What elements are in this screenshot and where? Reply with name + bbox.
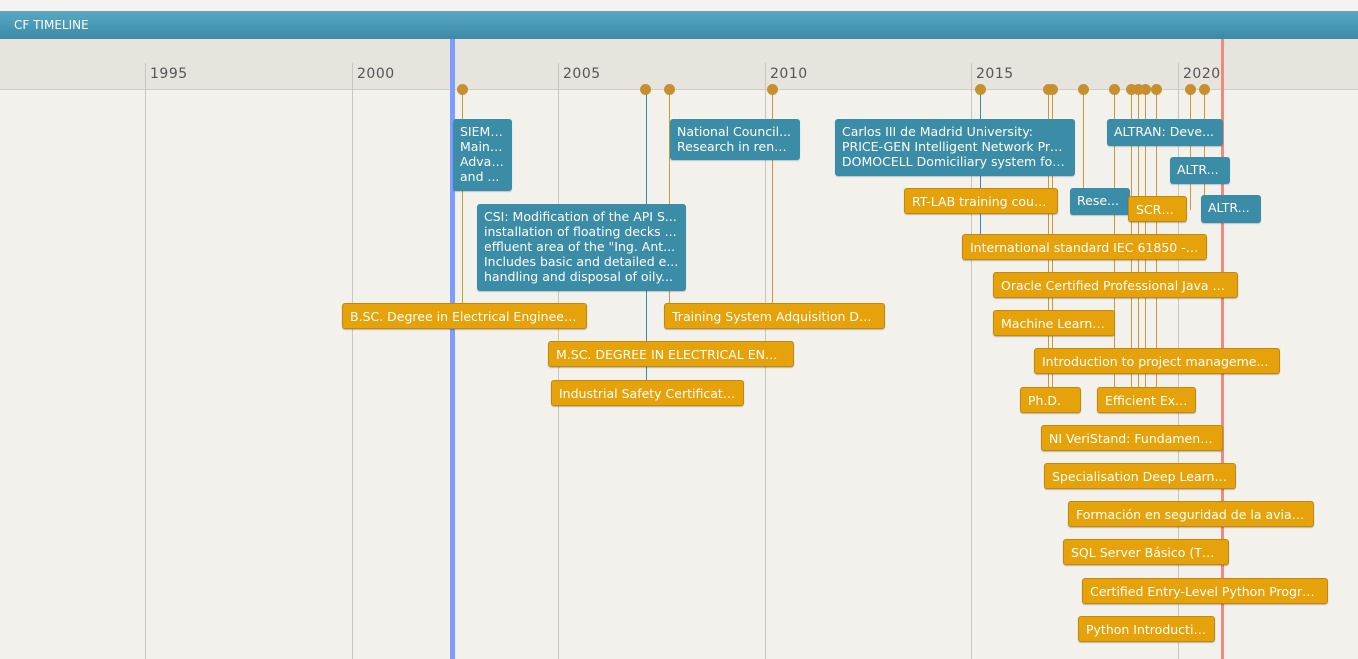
event-stem [1190,90,1191,210]
event-label: International standard IEC 61850 - ... [970,240,1199,255]
event-dot[interactable] [767,84,778,95]
event-deep-learning[interactable]: Specialisation Deep Learning [1044,463,1236,489]
event-line: PRICE-GEN Intelligent Network Pro... [842,139,1068,154]
event-scrum[interactable]: SCRUM [1128,196,1187,222]
event-label: NI VeriStand: Fundamentos [1049,431,1215,446]
event-line: Carlos III de Madrid University: [842,124,1034,139]
event-dot[interactable] [1199,84,1210,95]
event-stem [1204,90,1205,210]
year-label: 1995 [150,66,188,82]
event-dot[interactable] [1140,84,1151,95]
event-label: Python Introduction [1086,622,1207,637]
event-efficient-excel[interactable]: Efficient Excel [1097,387,1196,413]
event-dot[interactable] [1078,84,1089,95]
event-csi[interactable]: CSI: Modification of the API S... instal… [477,204,686,291]
event-stem [1083,90,1084,200]
year-label: 2000 [357,66,395,82]
event-rt-lab[interactable]: RT-LAB training course [904,188,1058,214]
current-time-marker[interactable] [450,39,455,659]
event-project-management[interactable]: Introduction to project manageme... [1034,348,1280,374]
event-line: SIEMENS [460,124,505,139]
event-python-certification[interactable]: Certified Entry-Level Python Progra... [1082,578,1328,604]
event-msc-degree[interactable]: M.SC. DEGREE IN ELECTRICAL ENGI... [548,341,794,367]
event-ni-veristand[interactable]: NI VeriStand: Fundamentos [1041,425,1223,451]
event-label: Certified Entry-Level Python Progra... [1090,584,1320,599]
event-dot[interactable] [664,84,675,95]
event-stem [669,90,670,304]
year-label: 2020 [1183,66,1221,82]
event-line: Rese... [1077,193,1119,208]
event-bsc-degree[interactable]: B.SC. Degree in Electrical Engineering [342,303,587,329]
event-dot[interactable] [1151,84,1162,95]
year-label: 2010 [770,66,808,82]
event-line: National Council... [677,124,792,139]
event-altran-3[interactable]: ALTR... [1201,195,1261,223]
event-line: CSI: Modification of the API S... [484,209,677,224]
gridline [145,63,146,659]
event-label: SCRUM [1136,202,1179,217]
event-dot[interactable] [1126,84,1137,95]
timeline-title-bar: CF TIMELINE [0,11,1358,39]
event-siemens[interactable]: SIEMENS Maintenance Advanced and ... [453,119,512,191]
event-line: ALTR... [1177,162,1219,177]
event-dot[interactable] [1133,84,1144,95]
event-dot[interactable] [1047,84,1058,95]
gridline [352,63,353,659]
event-label: Machine Learning [1001,316,1107,331]
event-line: ALTR... [1208,200,1250,215]
event-dot[interactable] [1109,84,1120,95]
event-label: B.SC. Degree in Electrical Engineering [350,309,579,324]
event-label: Specialisation Deep Learning [1052,469,1228,484]
event-label: RT-LAB training course [912,194,1050,209]
year-label: 2015 [976,66,1014,82]
event-stem [772,90,773,304]
event-line: ALTRAN: Deve... [1114,124,1215,139]
event-dot[interactable] [1185,84,1196,95]
event-phd[interactable]: Ph.D. [1020,387,1081,413]
event-line: DOMOCELL Domiciliary system for... [842,154,1068,169]
event-dot[interactable] [640,84,651,95]
event-line: Research in rene... [677,139,793,154]
event-dot[interactable] [975,84,986,95]
event-industrial-safety[interactable]: Industrial Safety Certification [551,380,744,406]
timeline-title: CF TIMELINE [14,18,89,32]
event-line: Maintenance [460,139,505,154]
event-aviation-security[interactable]: Formación en seguridad de la aviac... [1068,501,1314,527]
event-label: Ph.D. [1028,393,1062,408]
event-national-council[interactable]: National Council... Research in rene... [670,119,800,160]
event-stem [462,90,463,304]
event-python-introduction[interactable]: Python Introduction [1078,616,1215,642]
event-line: effluent area of the "Ing. Ant... [484,239,676,254]
event-line: installation of floating decks ... [484,224,677,239]
event-line: Advanced [460,154,505,169]
event-research[interactable]: Rese... [1070,188,1130,215]
event-oracle-java[interactable]: Oracle Certified Professional Java S... [993,272,1238,298]
event-label: Introduction to project manageme... [1042,354,1269,369]
event-dot[interactable] [457,84,468,95]
event-altran-1[interactable]: ALTRAN: Deve... [1107,119,1223,146]
event-line: handling and disposal of oily... [484,269,673,284]
event-label: Industrial Safety Certification [559,386,736,401]
event-training-system[interactable]: Training System Adquisition Data [664,303,885,329]
event-altran-2[interactable]: ALTR... [1170,157,1230,184]
event-label: Efficient Excel [1105,393,1188,408]
event-label: Formación en seguridad de la aviac... [1076,507,1306,522]
time-axis [0,39,1358,90]
event-line: and ... [460,169,500,184]
year-label: 2005 [563,66,601,82]
event-carlos-iii[interactable]: Carlos III de Madrid University: PRICE-G… [835,119,1075,176]
event-iec-61850[interactable]: International standard IEC 61850 - ... [962,234,1207,260]
event-sql-server[interactable]: SQL Server Básico (TSQL) [1063,539,1229,565]
event-label: SQL Server Básico (TSQL) [1071,545,1221,560]
event-label: Training System Adquisition Data [672,309,877,324]
event-label: Oracle Certified Professional Java S... [1001,278,1230,293]
gridline [971,63,972,659]
event-machine-learning[interactable]: Machine Learning [993,310,1115,336]
event-label: M.SC. DEGREE IN ELECTRICAL ENGI... [556,347,786,362]
event-line: Includes basic and detailed e... [484,254,679,269]
